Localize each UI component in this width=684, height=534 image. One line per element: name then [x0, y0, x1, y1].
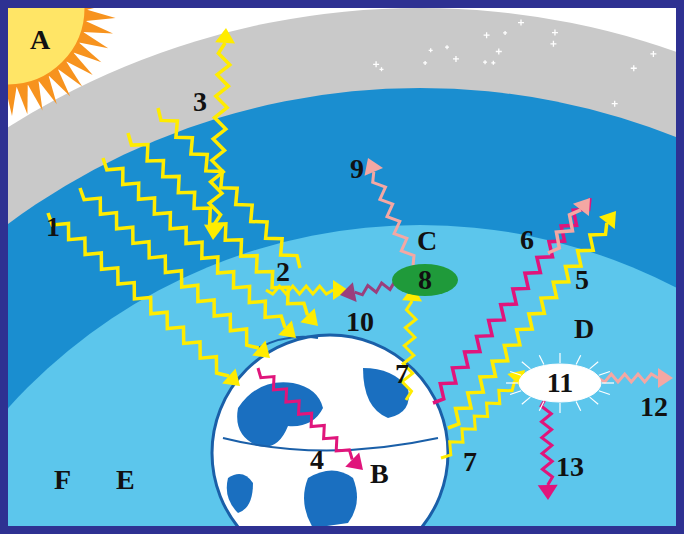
callout-number: 1 [46, 213, 60, 241]
callout-number: 5 [575, 266, 589, 294]
callout-number: 13 [556, 453, 584, 481]
earth [212, 335, 448, 526]
diagram-frame: A132910654B771312FE8C11D [8, 8, 676, 526]
region-letter: C [417, 227, 437, 255]
radiation-arrows [48, 28, 673, 500]
callout-number: 11 [547, 369, 573, 397]
callout-number: 10 [346, 308, 374, 336]
cloud-ellipse: 11D [518, 363, 602, 403]
region-letter: F [54, 466, 71, 494]
region-letter: B [370, 460, 389, 488]
callout-number: 3 [193, 88, 207, 116]
callout-number: 7 [395, 360, 409, 388]
callout-number: 12 [640, 393, 668, 421]
callout-number: 4 [310, 446, 324, 474]
greenhouse-gas-ellipse: 8C [391, 263, 459, 297]
region-letter: A [30, 26, 50, 54]
outer-atmosphere [8, 8, 676, 526]
callout-number: 6 [520, 226, 534, 254]
callout-number: 8 [418, 266, 432, 294]
stratosphere-band [8, 88, 676, 526]
region-letter: E [116, 466, 135, 494]
callout-number: 7 [463, 448, 477, 476]
sun [8, 8, 116, 116]
callout-number: 9 [350, 155, 364, 183]
region-letter: D [574, 315, 594, 343]
callout-number: 2 [276, 258, 290, 286]
